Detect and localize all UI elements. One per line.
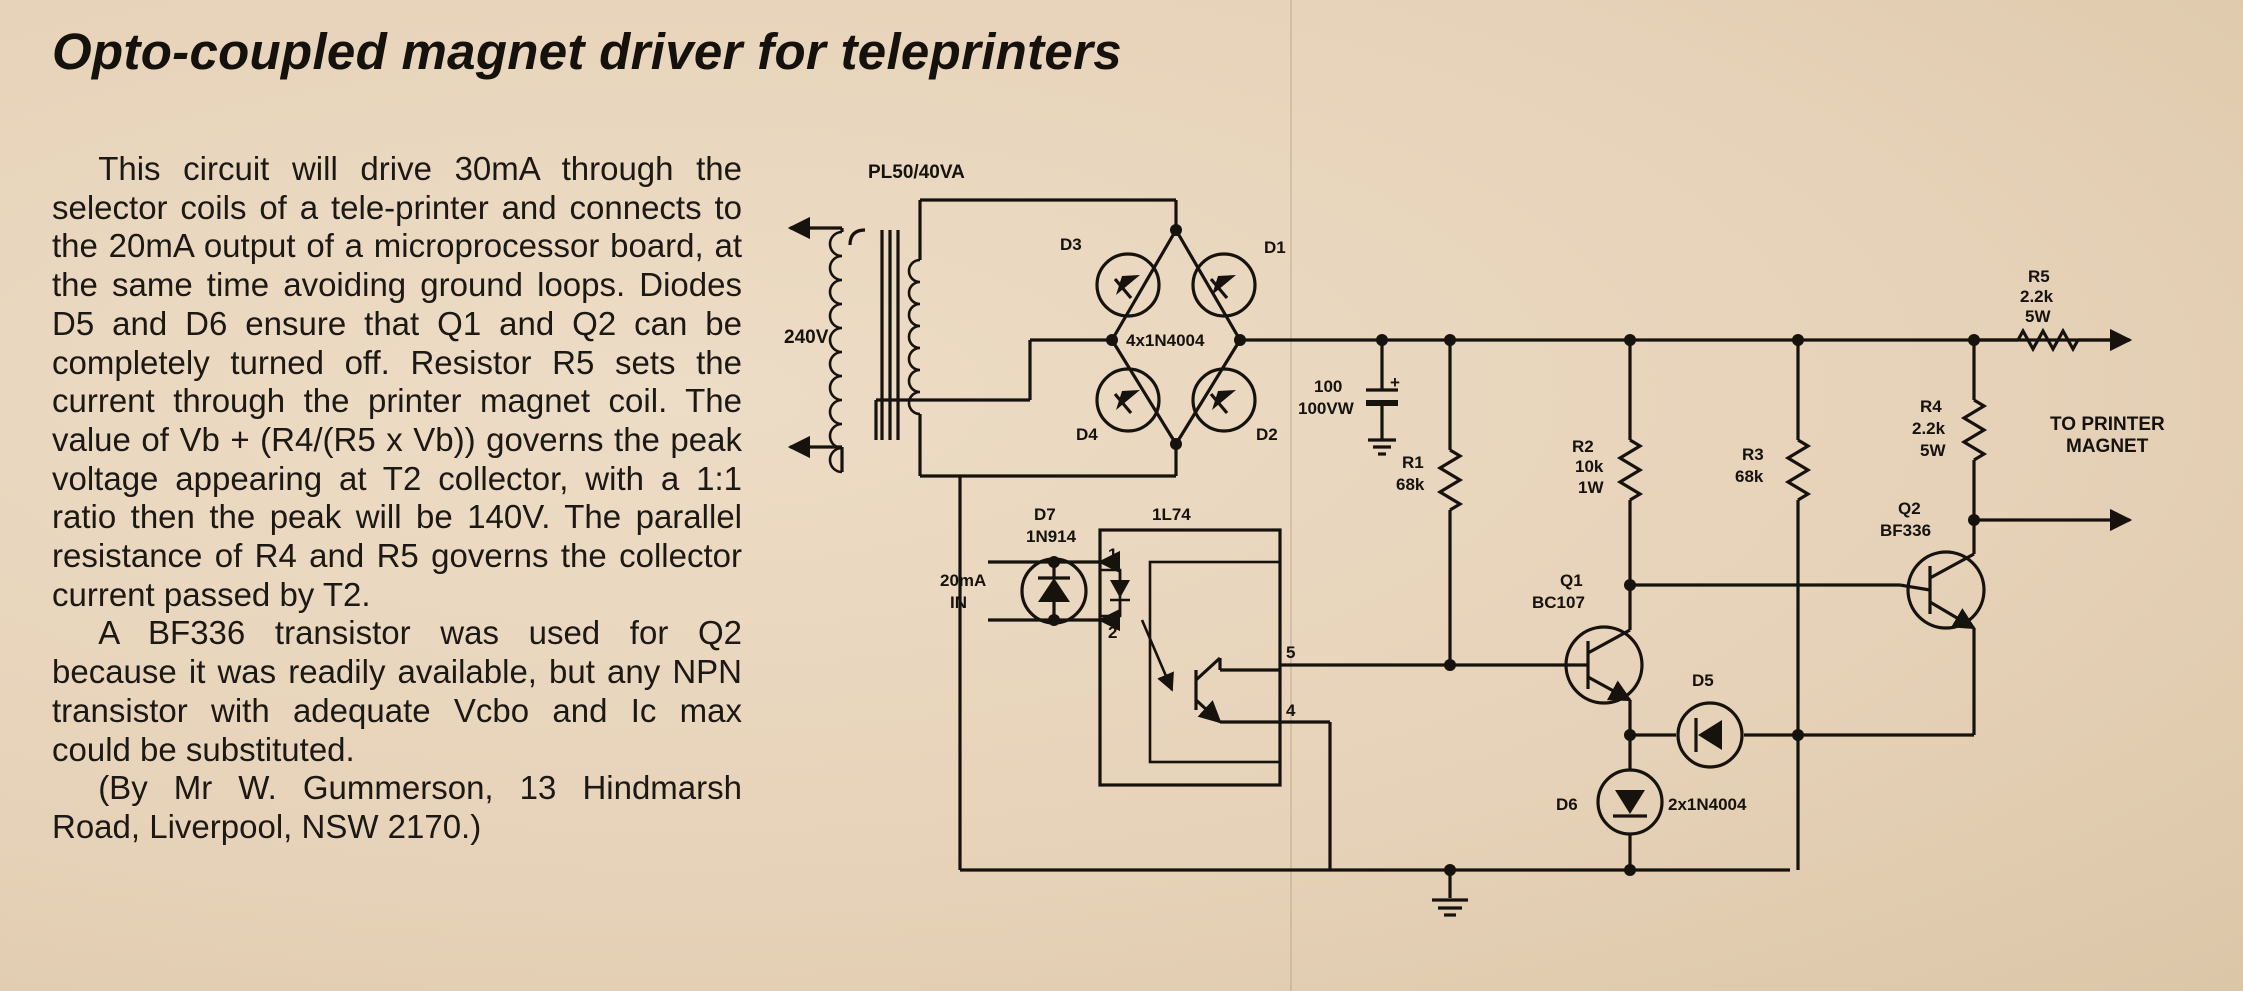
transistor-q2: Q2 BF336 <box>1624 499 1986 737</box>
article-paragraph: A BF336 transistor was used for Q2 becau… <box>52 614 742 768</box>
r1-value: 68k <box>1396 475 1425 494</box>
r1-name: R1 <box>1402 453 1424 472</box>
input-label-line2: IN <box>950 593 967 612</box>
output-label-line2: MAGNET <box>2066 436 2149 457</box>
transformer: PL50/40VA 240V <box>784 162 1178 478</box>
resistor-r5: R5 2.2k 5W <box>1968 267 2133 353</box>
r4-name: R4 <box>1920 397 1942 416</box>
article-body: This circuit will drive 30mA through the… <box>52 150 742 847</box>
transformer-label: PL50/40VA <box>868 162 965 183</box>
resistor-r4: R4 2.2k 5W <box>1912 340 2133 532</box>
mains-label: 240V <box>784 327 829 348</box>
pin-2: 2 <box>1108 623 1117 642</box>
q1-type: BC107 <box>1532 593 1585 612</box>
diode-d3 <box>1095 252 1161 318</box>
r3-value: 68k <box>1735 467 1764 486</box>
q2-type: BF336 <box>1880 521 1931 540</box>
cap-value: 100 <box>1314 377 1342 396</box>
cap-voltage: 100VW <box>1298 399 1355 418</box>
label-d1: D1 <box>1264 238 1286 257</box>
pin-4: 4 <box>1286 701 1296 720</box>
bridge-rectifier: D3 D1 D4 D2 4x1N4004 <box>1060 224 1286 450</box>
q1-name: Q1 <box>1560 571 1583 590</box>
r5-name: R5 <box>2028 267 2050 286</box>
transistor-q1: Q1 BC107 <box>1444 571 1644 735</box>
diode-d2 <box>1191 367 1257 433</box>
label-d6: D6 <box>1556 795 1578 814</box>
d7-type: 1N914 <box>1026 527 1077 546</box>
label-d4: D4 <box>1076 425 1098 444</box>
capacitor: + 100 100VW <box>1298 334 1400 456</box>
pin-1: 1 <box>1108 545 1117 564</box>
bridge-label: 4x1N4004 <box>1126 331 1205 350</box>
opto-coupler: 1L74 1 2 5 4 <box>1098 505 1296 787</box>
r5-value: 2.2k <box>2020 287 2054 306</box>
resistor-r3: R3 68k <box>1735 334 1812 735</box>
input-label-line1: 20mA <box>940 571 986 590</box>
r5-power: 5W <box>2025 307 2051 326</box>
article-byline: (By Mr W. Gummerson, 13 Hindmarsh Road, … <box>52 769 742 845</box>
pin-5: 5 <box>1286 643 1295 662</box>
r4-power: 5W <box>1920 441 1946 460</box>
cap-plus: + <box>1390 373 1400 392</box>
input-d7: D7 1N914 20mA IN <box>940 505 1121 632</box>
article-title: Opto-coupled magnet driver for teleprint… <box>52 23 1122 80</box>
resistor-r2: R2 10k 1W <box>1572 334 1644 585</box>
ground-symbol <box>1432 864 1468 917</box>
page-fold <box>1290 0 1292 991</box>
opto-label: 1L74 <box>1152 505 1191 524</box>
article-paragraph: This circuit will drive 30mA through the… <box>52 150 742 613</box>
output-label-line1: TO PRINTER <box>2050 414 2165 435</box>
diode-d5: D5 <box>1624 671 1804 769</box>
diode-d1 <box>1191 252 1257 318</box>
d5-d6-type: 2x1N4004 <box>1668 795 1747 814</box>
diode-d4 <box>1095 367 1161 433</box>
r3-name: R3 <box>1742 445 1764 464</box>
label-d5: D5 <box>1692 671 1714 690</box>
r2-power: 1W <box>1578 478 1604 497</box>
label-d2: D2 <box>1256 425 1278 444</box>
q2-name: Q2 <box>1898 499 1921 518</box>
resistor-r1: R1 68k <box>1396 334 1464 665</box>
r2-value: 10k <box>1575 457 1604 476</box>
circuit-schematic: PL50/40VA 240V <box>784 162 2165 917</box>
r4-value: 2.2k <box>1912 419 1946 438</box>
diode-d6: D6 2x1N4004 <box>1556 735 1747 876</box>
label-d3: D3 <box>1060 235 1082 254</box>
d7-name: D7 <box>1034 505 1056 524</box>
r2-name: R2 <box>1572 437 1594 456</box>
